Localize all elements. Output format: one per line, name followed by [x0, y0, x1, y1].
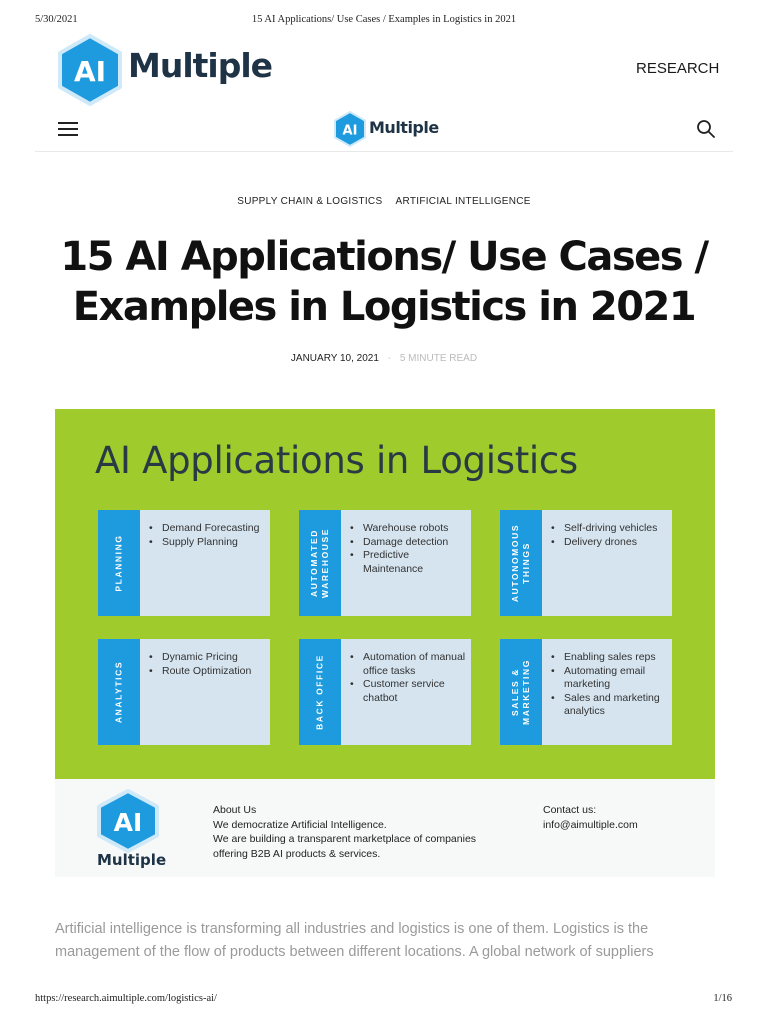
meta-separator: - [387, 353, 392, 364]
card-strip: ANALYTICS [98, 639, 140, 745]
logo-hexagon-icon: AI [58, 34, 122, 106]
category-link-supply-chain[interactable]: SUPPLY CHAIN & LOGISTICS [237, 196, 383, 207]
card-analytics: ANALYTICS Dynamic Pricing Route Optimiza… [98, 639, 270, 745]
nav-logo-wordmark: Multiple [369, 118, 439, 137]
about-heading: About Us [213, 804, 257, 816]
list-item: Warehouse robots [349, 522, 467, 536]
post-categories: SUPPLY CHAIN & LOGISTICS ARTIFICIAL INTE… [0, 196, 768, 207]
list-item: Customer service chatbot [349, 678, 467, 705]
card-list: Warehouse robots Damage detection Predic… [349, 522, 467, 576]
card-planning: PLANNING Demand Forecasting Supply Plann… [98, 510, 270, 616]
list-item: Sales and marketing analytics [550, 692, 668, 719]
post-meta: JANUARY 10, 2021 - 5 MINUTE READ [0, 353, 768, 364]
card-label: ANALYTICS [113, 660, 124, 724]
card-strip: AUTONOMOUS THINGS [500, 510, 542, 616]
card-strip: PLANNING [98, 510, 140, 616]
print-date: 5/30/2021 [35, 14, 78, 25]
card-strip: AUTOMATED WAREHOUSE [299, 510, 341, 616]
print-footer: https://research.aimultiple.com/logistic… [0, 993, 768, 1007]
infographic-footer: AI Multiple About Us We democratize Arti… [55, 779, 715, 877]
infographic-logo-mark: AI [114, 808, 143, 837]
card-list: Demand Forecasting Supply Planning [148, 522, 266, 549]
card-label: PLANNING [113, 534, 124, 592]
card-strip: BACK OFFICE [299, 639, 341, 745]
navbar: AI Multiple [35, 108, 733, 152]
logo-wordmark: Multiple [128, 46, 273, 85]
print-header: 5/30/2021 15 AI Applications/ Use Cases … [0, 14, 768, 28]
card-label: SALES & MARKETING [510, 659, 531, 725]
contact-email: info@aimultiple.com [543, 818, 638, 831]
card-list: Self-driving vehicles Delivery drones [550, 522, 668, 549]
list-item: Supply Planning [148, 536, 266, 550]
logo-mark-text: AI [74, 55, 106, 88]
card-list: Dynamic Pricing Route Optimization [148, 651, 266, 678]
contact-heading: Contact us: [543, 804, 597, 816]
post-title: 15 AI Applications/ Use Cases / Examples… [60, 234, 709, 330]
list-item: Automation of manual office tasks [349, 651, 467, 678]
list-item: Predictive Maintenance [349, 549, 467, 576]
card-sales-marketing: SALES & MARKETING Enabling sales reps Au… [500, 639, 672, 745]
card-strip: SALES & MARKETING [500, 639, 542, 745]
site-logo[interactable]: AI Multiple [56, 34, 276, 106]
infographic-about: About Us We democratize Artificial Intel… [213, 803, 476, 861]
print-page-number: 1/16 [713, 993, 732, 1004]
card-list: Automation of manual office tasks Custom… [349, 651, 467, 705]
about-line: offering B2B AI products & services. [213, 847, 381, 860]
print-url: https://research.aimultiple.com/logistic… [35, 993, 217, 1004]
list-item: Self-driving vehicles [550, 522, 668, 536]
card-label: AUTOMATED WAREHOUSE [309, 527, 330, 599]
card-automated-warehouse: AUTOMATED WAREHOUSE Warehouse robots Dam… [299, 510, 471, 616]
list-item: Demand Forecasting [148, 522, 266, 536]
category-link-ai[interactable]: ARTIFICIAL INTELLIGENCE [395, 196, 531, 207]
infographic-title: AI Applications in Logistics [95, 439, 578, 482]
read-time: 5 MINUTE READ [399, 353, 478, 364]
about-line: We democratize Artificial Intelligence. [213, 818, 387, 831]
nav-logo-hexagon-icon: AI [334, 111, 366, 147]
infographic-logo-hexagon-icon: AI [97, 789, 159, 853]
nav-logo-mark-text: AI [343, 124, 358, 139]
card-label: AUTONOMOUS THINGS [510, 523, 531, 603]
card-back-office: BACK OFFICE Automation of manual office … [299, 639, 471, 745]
list-item: Route Optimization [148, 665, 266, 679]
print-doc-title: 15 AI Applications/ Use Cases / Examples… [251, 14, 517, 25]
infographic-image: AI Applications in Logistics PLANNING De… [55, 409, 715, 877]
infographic-logo-wordmark: Multiple [97, 851, 167, 869]
search-icon[interactable] [696, 119, 716, 139]
list-item: Delivery drones [550, 536, 668, 550]
nav-logo[interactable]: AI Multiple [333, 111, 443, 147]
post-date: JANUARY 10, 2021 [290, 353, 379, 364]
list-item: Enabling sales reps [550, 651, 668, 665]
list-item: Damage detection [349, 536, 467, 550]
card-list: Enabling sales reps Automating email mar… [550, 651, 668, 719]
hamburger-icon[interactable] [58, 122, 78, 138]
list-item: Dynamic Pricing [148, 651, 266, 665]
card-autonomous-things: AUTONOMOUS THINGS Self-driving vehicles … [500, 510, 672, 616]
post-intro-paragraph: Artificial intelligence is transforming … [55, 921, 654, 960]
research-link[interactable]: RESEARCH [636, 60, 720, 77]
about-line: We are building a transparent marketplac… [213, 833, 477, 845]
infographic-panel: AI Applications in Logistics PLANNING De… [55, 409, 715, 779]
list-item: Automating email marketing [550, 665, 668, 692]
card-label: BACK OFFICE [314, 654, 325, 730]
infographic-contact: Contact us: info@aimultiple.com [543, 803, 638, 832]
